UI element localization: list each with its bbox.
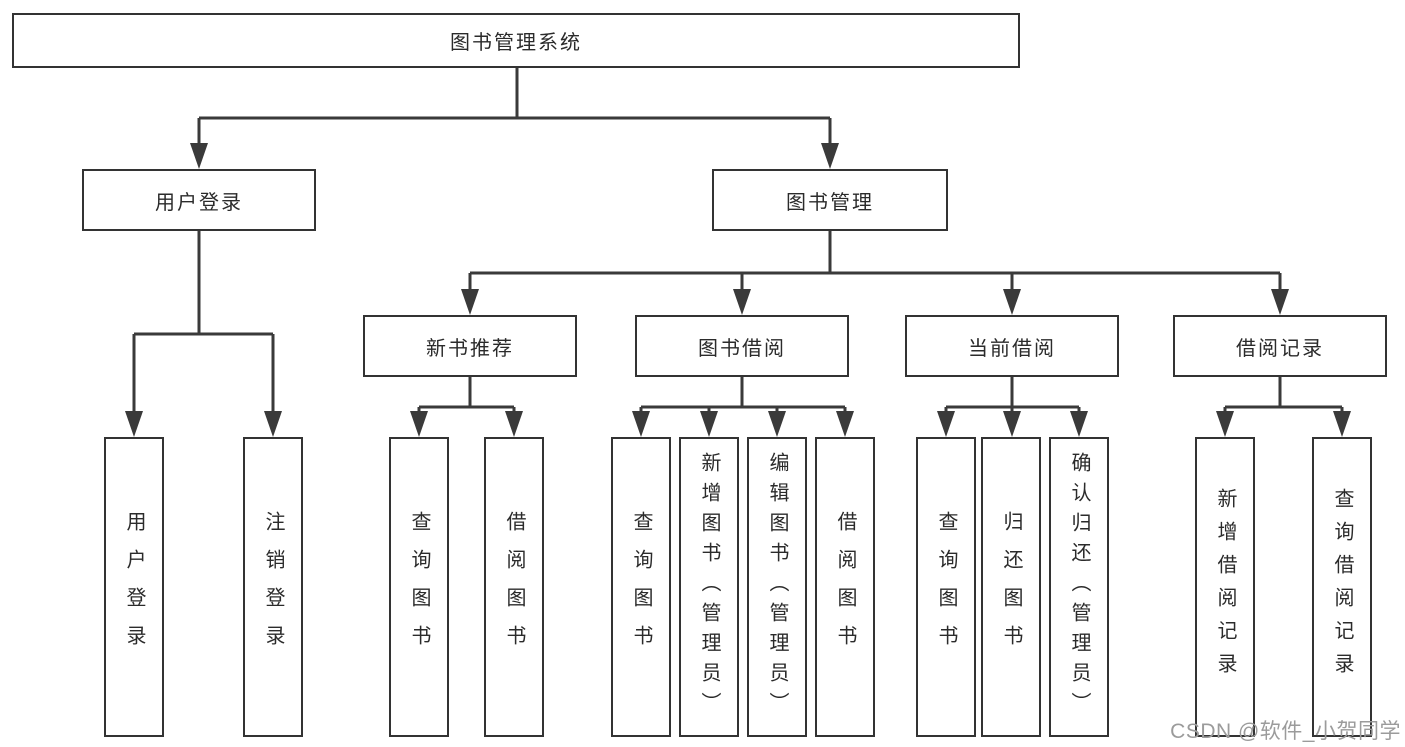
leaf-add-book-admin: 新增图书（管理员） bbox=[679, 437, 739, 737]
node-book-management: 图书管理 bbox=[712, 169, 948, 231]
arrowhead bbox=[410, 411, 428, 437]
arrowhead bbox=[505, 411, 523, 437]
node-label: 借阅图书 bbox=[834, 511, 856, 663]
arrowhead bbox=[1003, 289, 1021, 315]
leaf-query-books-borrow: 查询图书 bbox=[611, 437, 671, 737]
node-label: 注销登录 bbox=[262, 511, 284, 663]
leaf-borrow-books-recommend: 借阅图书 bbox=[484, 437, 544, 737]
node-label: 图书管理系统 bbox=[450, 32, 582, 54]
node-label: 新增借阅记录 bbox=[1214, 488, 1236, 686]
arrowhead bbox=[461, 289, 479, 315]
node-label: 查询图书 bbox=[630, 511, 652, 663]
arrowhead bbox=[125, 411, 143, 437]
leaf-query-books-current: 查询图书 bbox=[916, 437, 976, 737]
node-book-borrow: 图书借阅 bbox=[635, 315, 849, 377]
arrowhead bbox=[700, 411, 718, 437]
csdn-watermark: CSDN @软件_小贺同学 bbox=[1170, 720, 1401, 743]
leaf-borrow-books: 借阅图书 bbox=[815, 437, 875, 737]
arrowhead bbox=[1070, 411, 1088, 437]
node-library-system: 图书管理系统 bbox=[12, 13, 1020, 68]
arrowhead bbox=[821, 143, 839, 169]
leaf-user-login: 用户登录 bbox=[104, 437, 164, 737]
arrowhead bbox=[733, 289, 751, 315]
leaf-return-book: 归还图书 bbox=[981, 437, 1041, 737]
node-label: 图书管理 bbox=[786, 191, 874, 214]
node-label: 新书推荐 bbox=[426, 337, 514, 360]
node-label: 确认归还（管理员） bbox=[1068, 452, 1090, 722]
arrowhead bbox=[1271, 289, 1289, 315]
arrowhead bbox=[1216, 411, 1234, 437]
arrowhead bbox=[632, 411, 650, 437]
leaf-add-borrow-record: 新增借阅记录 bbox=[1195, 437, 1255, 737]
node-label: 用户登录 bbox=[155, 191, 243, 214]
leaf-edit-book-admin: 编辑图书（管理员） bbox=[747, 437, 807, 737]
node-label: 用户登录 bbox=[123, 511, 145, 663]
arrowhead bbox=[190, 143, 208, 169]
node-borrow-records: 借阅记录 bbox=[1173, 315, 1387, 377]
arrowhead bbox=[768, 411, 786, 437]
arrowhead bbox=[264, 411, 282, 437]
node-label: 查询图书 bbox=[408, 511, 430, 663]
node-label: 编辑图书（管理员） bbox=[766, 452, 788, 722]
node-label: 查询图书 bbox=[935, 511, 957, 663]
node-label: 新增图书（管理员） bbox=[698, 452, 720, 722]
node-user-login: 用户登录 bbox=[82, 169, 316, 231]
leaf-logout: 注销登录 bbox=[243, 437, 303, 737]
node-label: 查询借阅记录 bbox=[1331, 488, 1353, 686]
node-label: 图书借阅 bbox=[698, 337, 786, 360]
leaf-query-books-recommend: 查询图书 bbox=[389, 437, 449, 737]
leaf-confirm-return-admin: 确认归还（管理员） bbox=[1049, 437, 1109, 737]
node-label: 借阅记录 bbox=[1236, 337, 1324, 360]
arrowhead bbox=[836, 411, 854, 437]
node-label: 借阅图书 bbox=[503, 511, 525, 663]
node-new-book-recommend: 新书推荐 bbox=[363, 315, 577, 377]
arrowhead bbox=[1333, 411, 1351, 437]
leaf-query-borrow-record: 查询借阅记录 bbox=[1312, 437, 1372, 737]
arrowhead bbox=[1003, 411, 1021, 437]
node-current-borrow: 当前借阅 bbox=[905, 315, 1119, 377]
arrowhead bbox=[937, 411, 955, 437]
node-label: 当前借阅 bbox=[968, 337, 1056, 360]
node-label: 归还图书 bbox=[1000, 511, 1022, 663]
